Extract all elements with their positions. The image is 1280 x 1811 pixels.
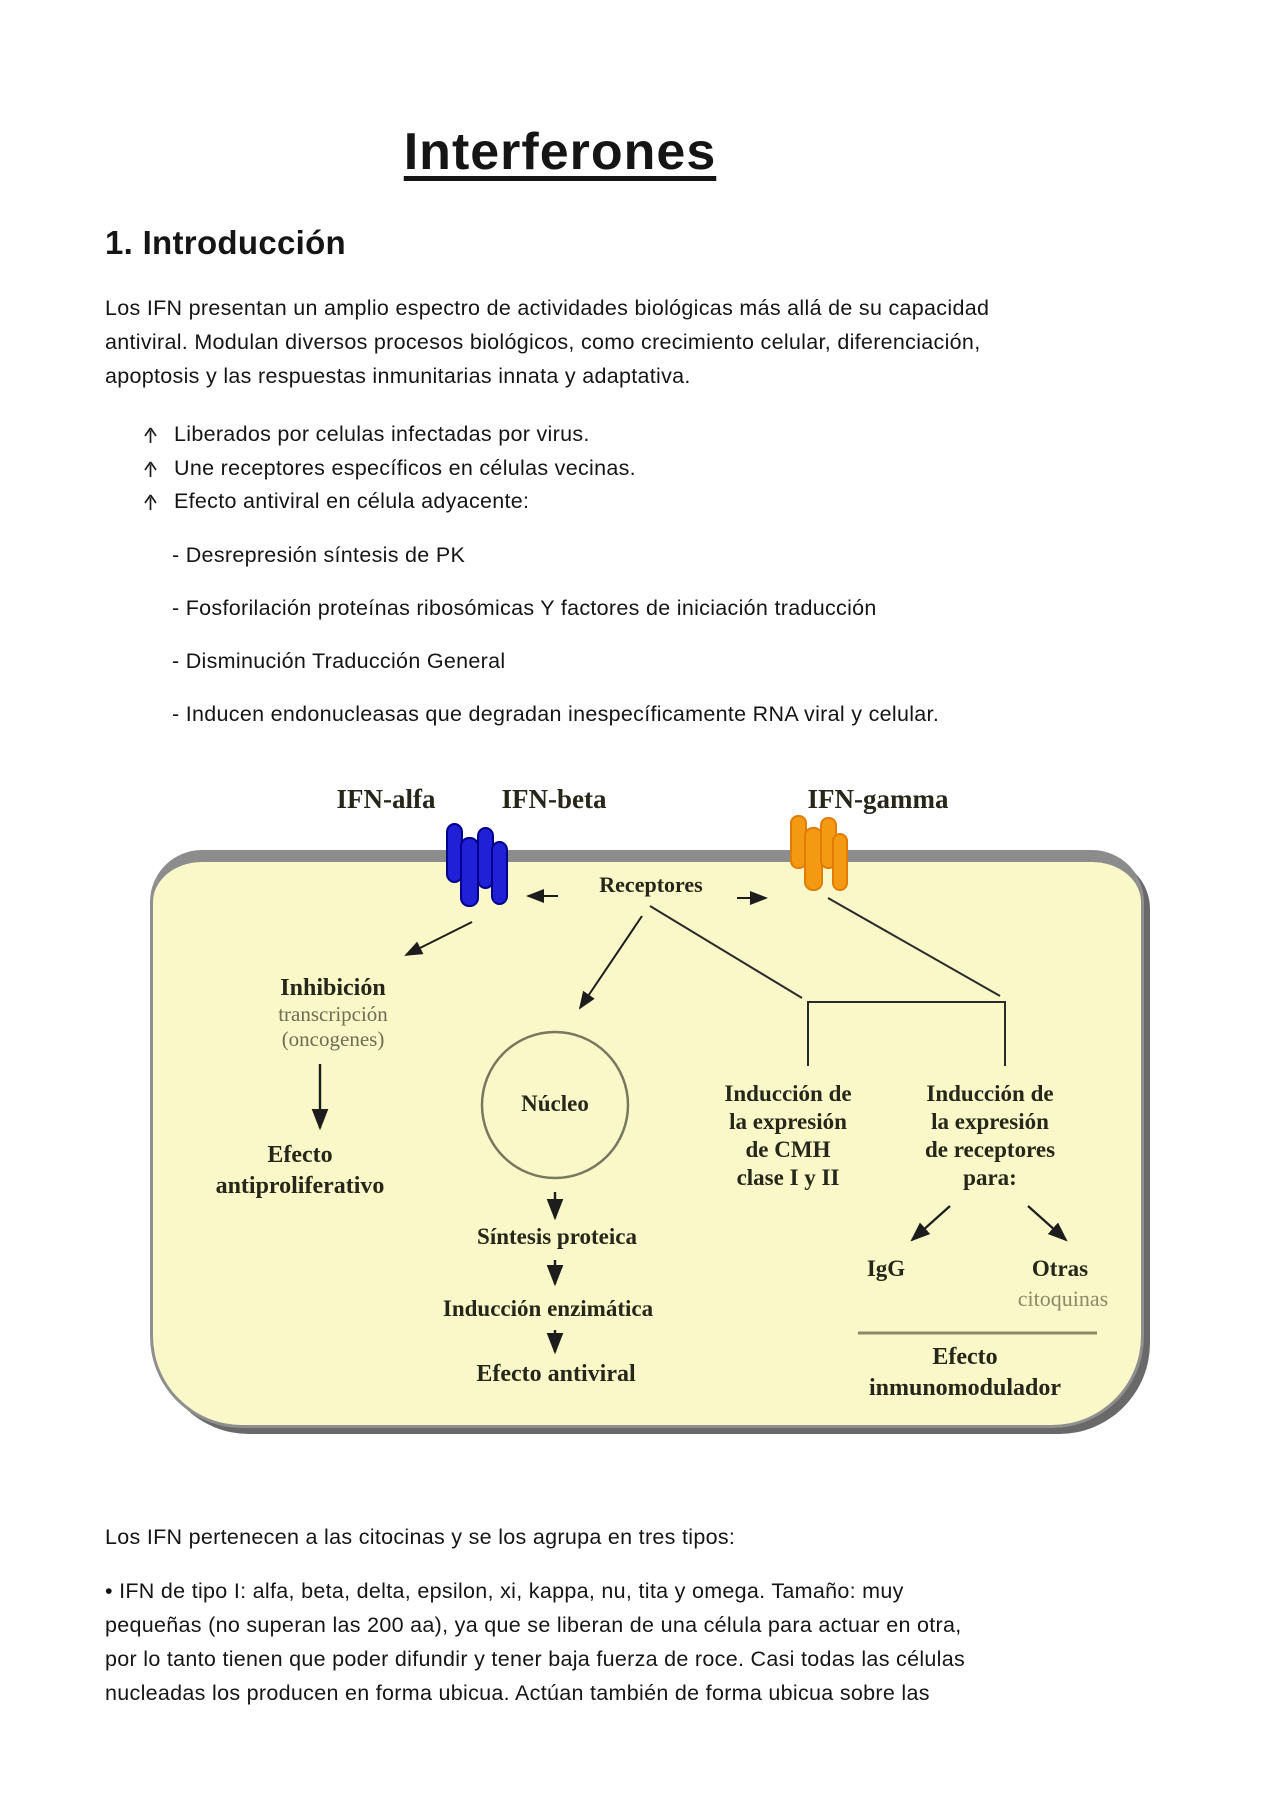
closing-line: Los IFN pertenecen a las citocinas y se …: [105, 1525, 736, 1549]
sub-item: - Inducen endonucleasas que degradan ine…: [172, 702, 940, 726]
label-nucleo: Núcleo: [521, 1091, 589, 1116]
type1-line: por lo tanto tienen que poder difundir y…: [105, 1647, 966, 1671]
sub-item: - Fosforilación proteínas ribosómicas Y …: [172, 596, 877, 620]
sub-item: - Desrepresión síntesis de PK: [172, 543, 466, 567]
label-efecto-antiproliferativo: Efecto antiproliferativo: [215, 1142, 385, 1199]
label-citoquinas: citoquinas: [1017, 1286, 1109, 1311]
label-otras: Otras: [1031, 1256, 1089, 1281]
inhibicion-oncogenes: (oncogenes): [281, 1027, 385, 1051]
intro-line: apoptosis y las respuestas inmunitarias …: [105, 364, 691, 388]
arrow-bullet-icon: [144, 427, 157, 443]
label-inhibicion: Inhibición transcripción (oncogenes): [278, 975, 388, 1052]
list-item: Liberados por celulas infectadas por vir…: [174, 422, 590, 446]
page-title: Interferones: [403, 123, 717, 181]
label-induccion-receptores: Inducción de la expresión de receptores …: [924, 1081, 1056, 1190]
label-receptores: Receptores: [599, 872, 703, 897]
inhibicion-transcripcion: transcripción: [278, 1002, 388, 1026]
inhibicion-title: Inhibición: [280, 975, 386, 1001]
arrow-bullet-icon: [144, 494, 157, 510]
intro-paragraph: Los IFN presentan un amplio espectro de …: [105, 291, 989, 393]
label-induccion-enzimatica: Inducción enzimática: [442, 1296, 654, 1321]
type1-line: nucleadas los producen en forma ubicua. …: [105, 1681, 930, 1705]
list-item: Efecto antiviral en célula adyacente:: [174, 489, 530, 513]
label-efecto-inmunomodulador: Efecto inmunomodulador: [868, 1344, 1062, 1401]
type1-line: pequeñas (no superan las 200 aa), ya que…: [105, 1613, 962, 1637]
sub-item: - Disminución Traducción General: [172, 649, 506, 673]
label-ifn-beta: IFN-beta: [501, 784, 607, 814]
label-efecto-antiviral: Efecto antiviral: [476, 1361, 636, 1387]
label-igg: IgG: [866, 1256, 906, 1281]
intro-line: Los IFN presentan un amplio espectro de …: [105, 296, 990, 320]
section-heading: 1. Introducción: [105, 224, 347, 261]
list-item: Une receptores específicos en células ve…: [174, 456, 636, 480]
arrow-bullet-icon: [144, 461, 157, 477]
intro-line: antiviral. Modulan diversos procesos bio…: [105, 330, 981, 354]
label-sintesis-proteica: Síntesis proteica: [477, 1224, 637, 1249]
label-ifn-gamma: IFN-gamma: [807, 784, 949, 814]
type1-paragraph: • IFN de tipo I: alfa, beta, delta, epsi…: [105, 1574, 965, 1710]
label-induccion-cmh: Inducción de la expresión de CMH clase I…: [724, 1081, 852, 1190]
type1-line: • IFN de tipo I: alfa, beta, delta, epsi…: [105, 1579, 904, 1603]
label-ifn-alfa: IFN-alfa: [336, 784, 436, 814]
